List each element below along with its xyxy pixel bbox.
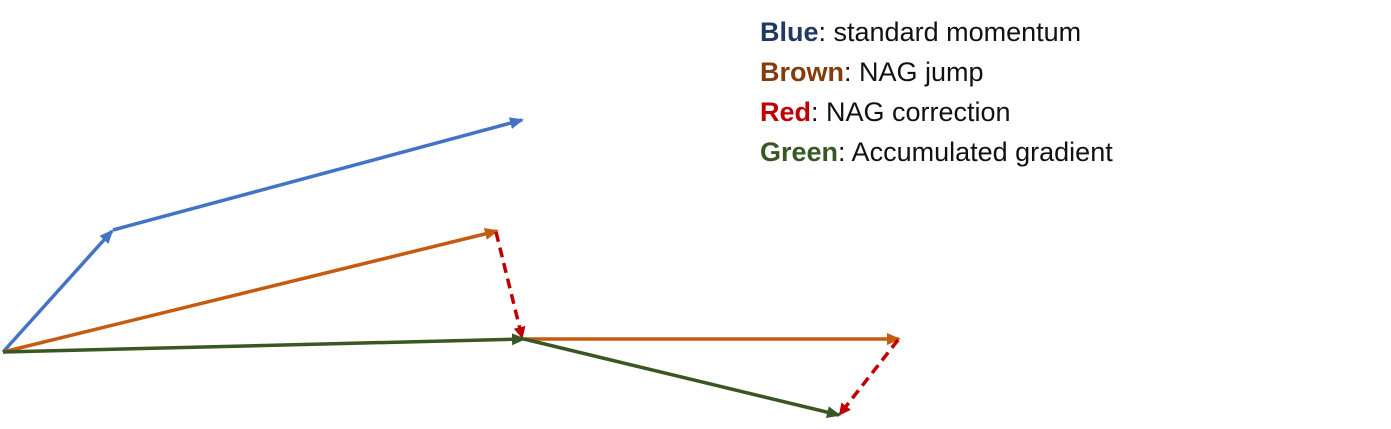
legend-row-green: Green: Accumulated gradient xyxy=(760,132,1113,172)
red-nag-correction-arrow-2 xyxy=(838,338,900,416)
green-accumulated-gradient-arrow-1 xyxy=(2,333,526,354)
legend-row-blue: Blue: standard momentum xyxy=(760,12,1113,52)
legend-key-green: Green xyxy=(760,137,839,167)
blue-momentum-arrow-1 xyxy=(1,229,114,354)
legend-key-brown: Brown xyxy=(760,57,844,87)
legend-row-red: Red: NAG correction xyxy=(760,92,1113,132)
legend-key-blue: Blue xyxy=(760,17,819,47)
green-accumulated-gradient-arrow-2 xyxy=(523,337,841,419)
legend-desc-blue: : standard momentum xyxy=(818,17,1082,47)
brown-nag-jump-arrow-1 xyxy=(2,228,499,354)
legend-desc-red: : NAG correction xyxy=(811,97,1011,127)
blue-momentum-arrow-2 xyxy=(112,117,524,232)
legend-key-red: Red xyxy=(760,97,812,127)
legend: Blue: standard momentum Brown: NAG jump … xyxy=(760,12,1113,172)
legend-desc-brown: : NAG jump xyxy=(844,57,984,87)
legend-row-brown: Brown: NAG jump xyxy=(760,52,1113,92)
red-nag-correction-arrow-1 xyxy=(494,231,526,339)
legend-desc-green: : Accumulated gradient xyxy=(838,137,1113,167)
